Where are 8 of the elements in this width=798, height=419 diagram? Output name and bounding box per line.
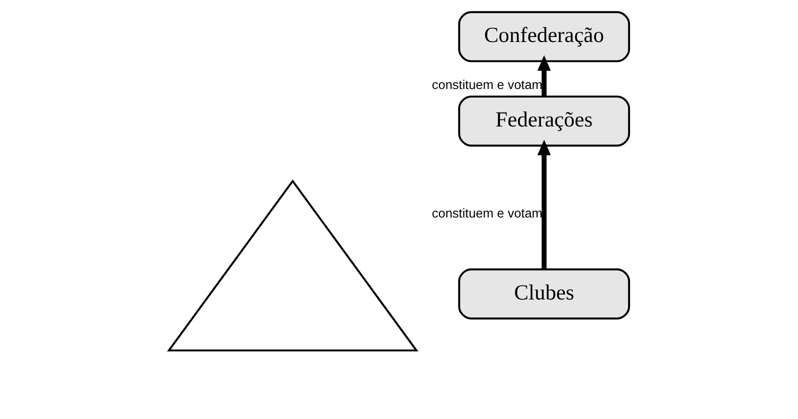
node-triangle xyxy=(167,179,418,352)
arrow xyxy=(537,140,551,270)
node-box: Federações xyxy=(458,96,630,147)
node-box: Confederação xyxy=(458,11,630,62)
edge-label: constituem e votam xyxy=(432,206,542,221)
edge-label: constituem e votam xyxy=(432,77,542,92)
arrow xyxy=(537,55,551,96)
node-box: Clubes xyxy=(458,268,630,320)
